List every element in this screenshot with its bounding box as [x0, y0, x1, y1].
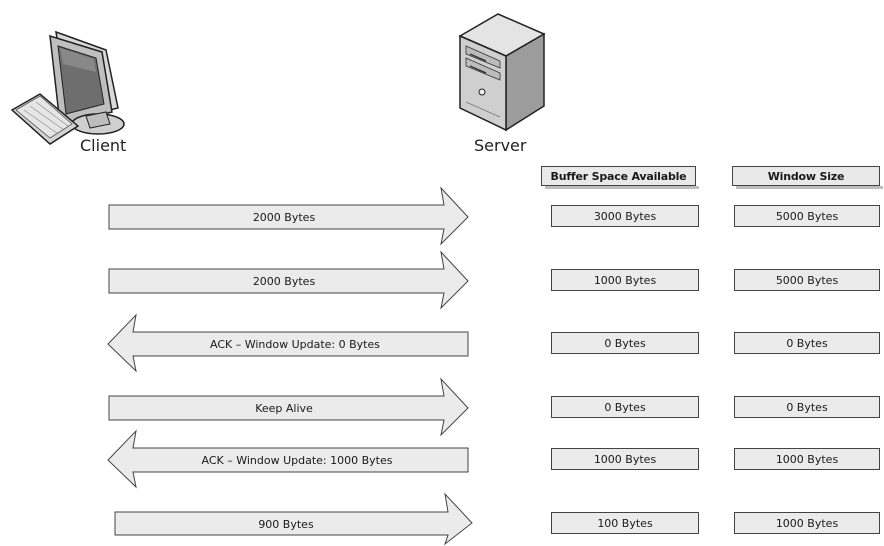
buffer-space-header: Buffer Space Available: [541, 166, 699, 189]
ack-arrow-left: ACK – Window Update: 1000 Bytes: [107, 429, 469, 489]
message-label: ACK – Window Update: 1000 Bytes: [202, 454, 393, 467]
message-label: Keep Alive: [255, 402, 313, 415]
buffer-cell: 0 Bytes: [551, 396, 699, 418]
buffer-cell: 100 Bytes: [551, 512, 699, 534]
message-label: 900 Bytes: [258, 518, 314, 531]
message-label: 2000 Bytes: [253, 211, 316, 224]
window-size-header: Window Size: [732, 166, 883, 189]
window-cell: 1000 Bytes: [734, 512, 880, 534]
window-cell: 1000 Bytes: [734, 448, 880, 470]
buffer-cell: 1000 Bytes: [551, 448, 699, 470]
message-label: ACK – Window Update: 0 Bytes: [210, 338, 380, 351]
message-arrow-right: 900 Bytes: [114, 492, 473, 546]
ack-arrow-left: ACK – Window Update: 0 Bytes: [107, 313, 469, 373]
window-cell: 5000 Bytes: [734, 205, 880, 227]
client-computer-icon: [6, 20, 136, 145]
message-label: 2000 Bytes: [253, 275, 316, 288]
keep-alive-arrow-right: Keep Alive: [108, 377, 469, 437]
buffer-cell: 0 Bytes: [551, 332, 699, 354]
window-cell: 0 Bytes: [734, 332, 880, 354]
buffer-cell: 3000 Bytes: [551, 205, 699, 227]
client-label: Client: [80, 136, 127, 155]
window-cell: 5000 Bytes: [734, 269, 880, 291]
message-arrow-right: 2000 Bytes: [108, 186, 469, 246]
server-tower-icon: [452, 6, 552, 136]
server-label: Server: [474, 136, 527, 155]
message-arrow-right: 2000 Bytes: [108, 250, 469, 310]
window-cell: 0 Bytes: [734, 396, 880, 418]
buffer-cell: 1000 Bytes: [551, 269, 699, 291]
